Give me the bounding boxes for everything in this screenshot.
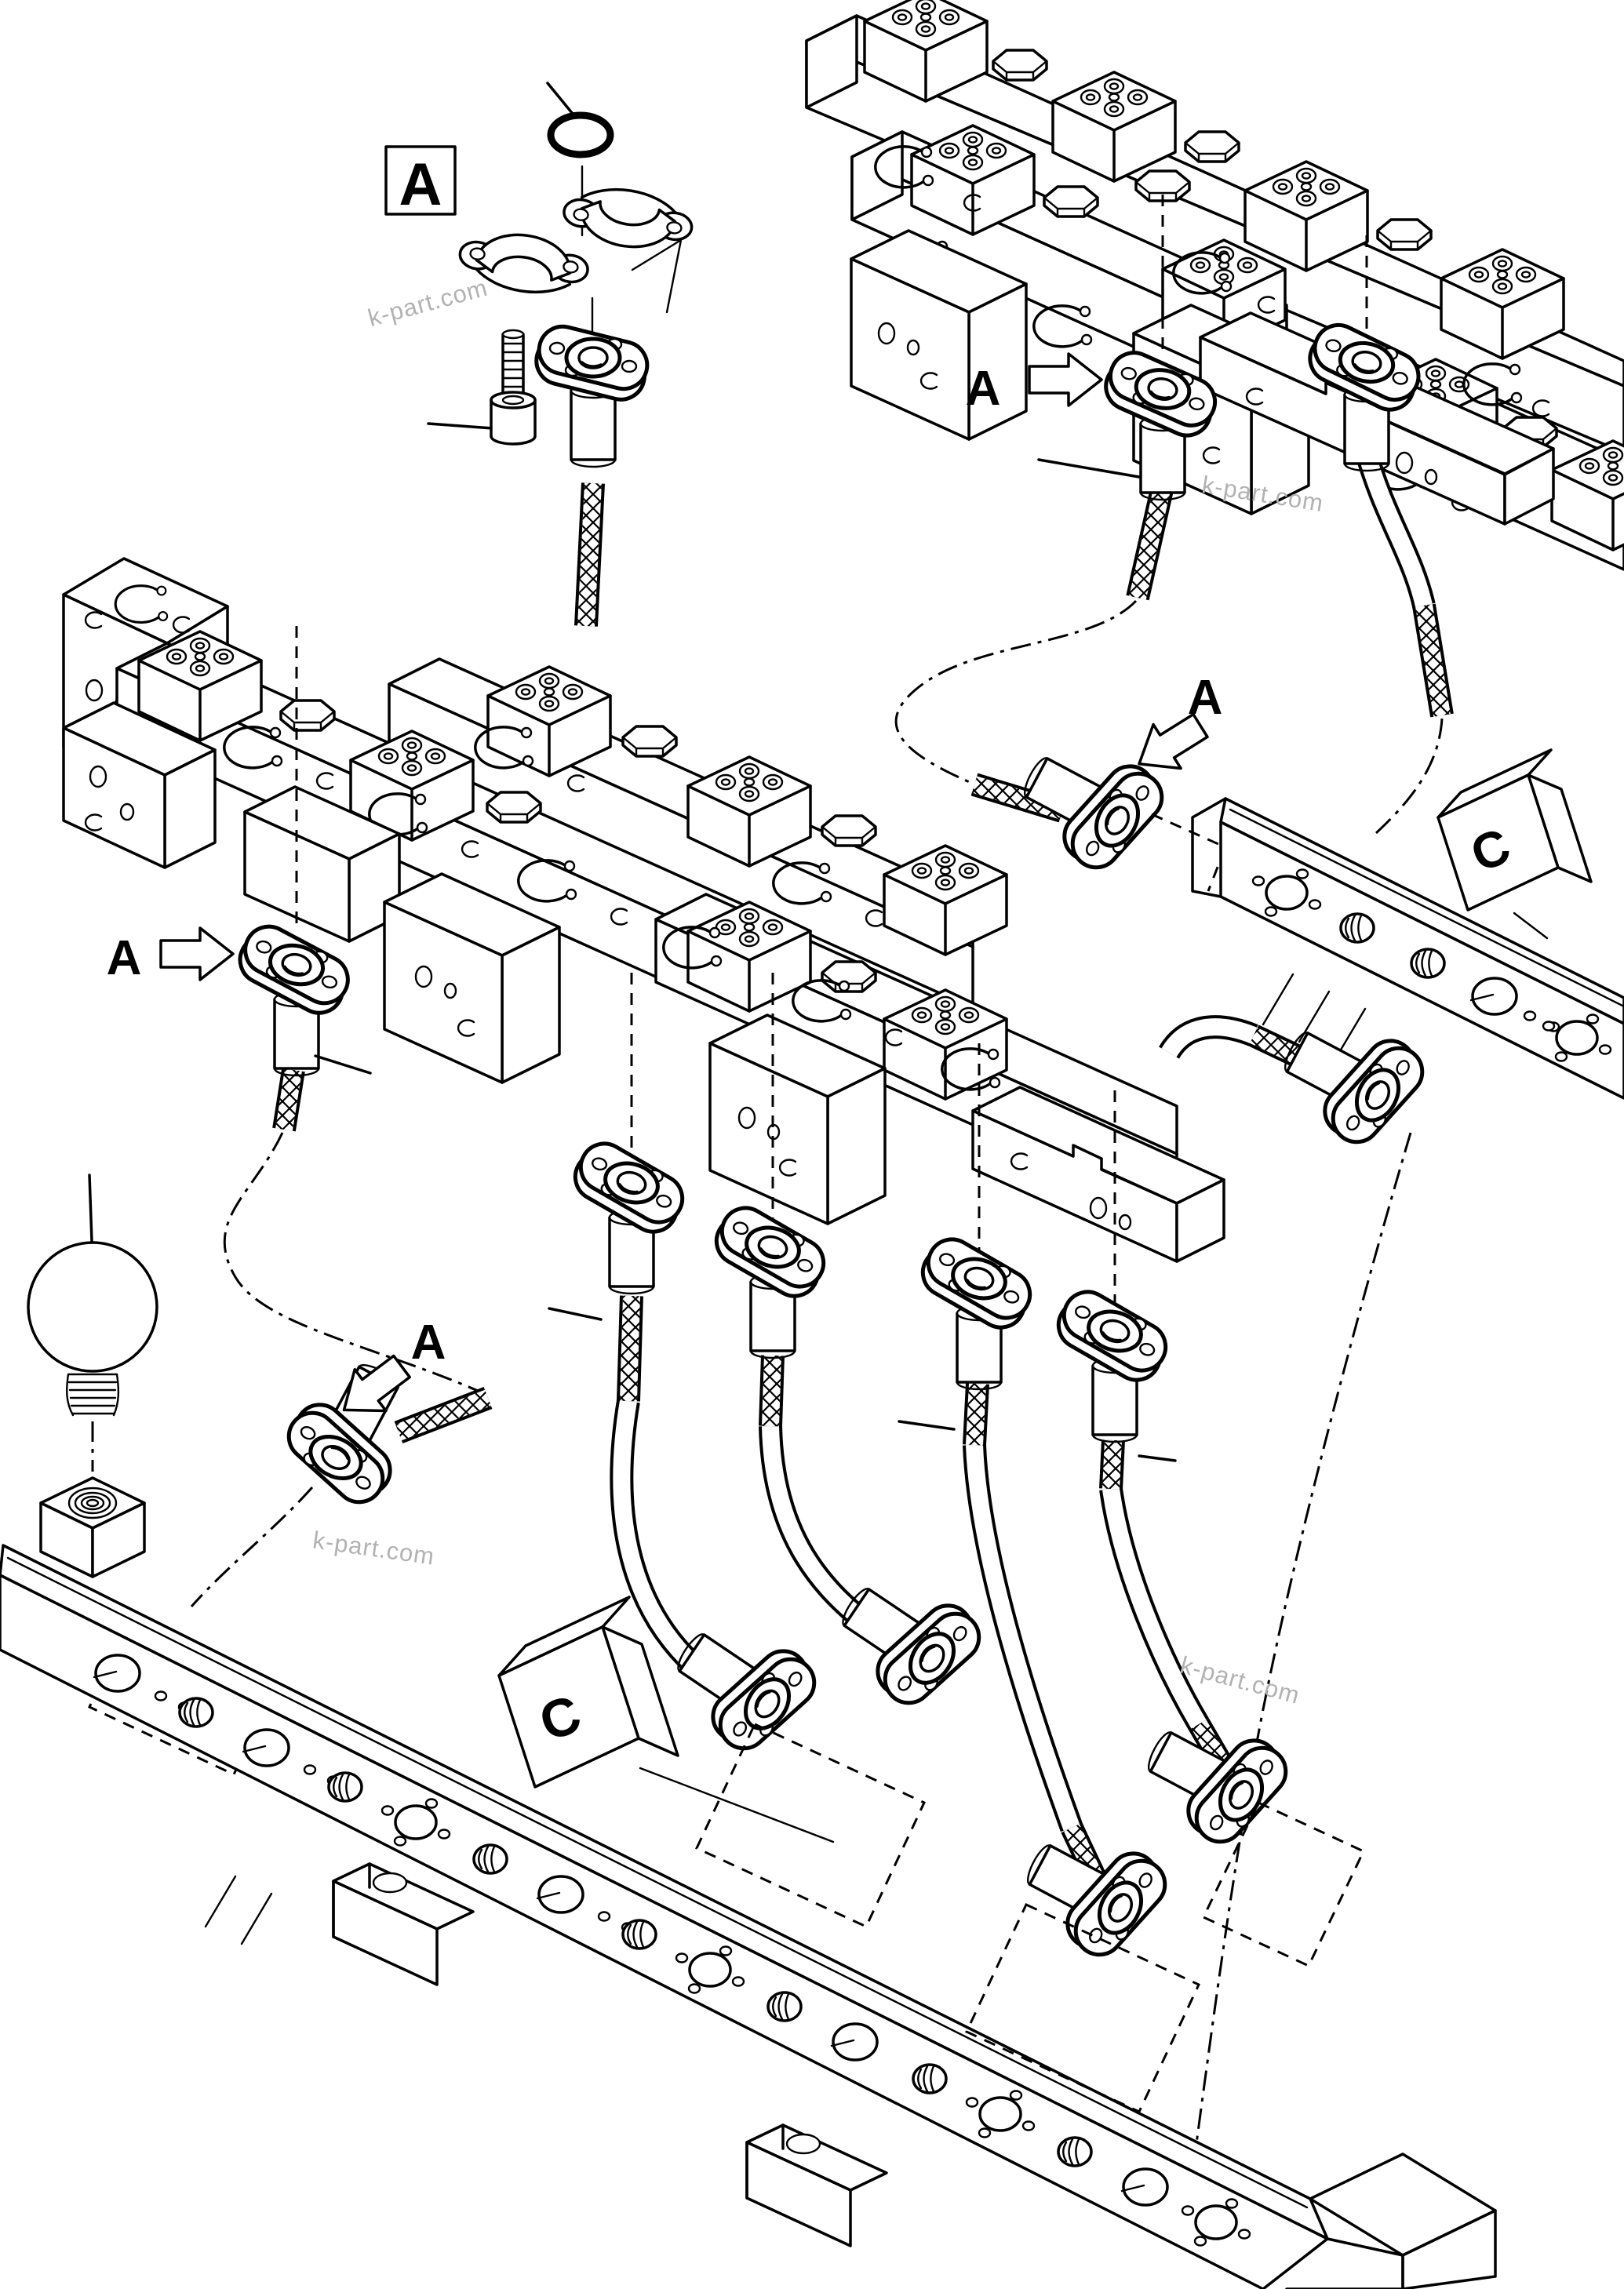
clamp-section-lines — [631, 238, 683, 314]
socket-head-bolt — [490, 329, 537, 446]
hanging-port-block — [383, 872, 561, 1084]
connection-outline-dashed — [965, 1903, 1200, 2113]
detail-label-box — [384, 145, 457, 216]
braided-hose — [1415, 604, 1451, 717]
hose-leader-line — [1037, 458, 1141, 479]
threaded-plug — [1410, 948, 1446, 979]
arrow-letter: A — [966, 362, 1001, 416]
hex-plug — [1043, 185, 1099, 218]
middle-manifold-assembly — [62, 557, 1225, 1263]
watermark-text: k-part.com — [311, 1526, 437, 1570]
bolt-leader-line — [427, 422, 494, 430]
ball-plug — [27, 1241, 158, 1373]
rail-port — [1469, 977, 1518, 1016]
ball-plug-threads — [67, 1373, 118, 1415]
connection-outline-dashed — [1151, 813, 1227, 892]
hose-leader-line — [1138, 1454, 1177, 1462]
watermark-text: k-part.com — [365, 274, 490, 332]
threaded-port-cube — [39, 1476, 146, 1578]
detail-callout-a: A — [384, 82, 697, 627]
braided-hose — [275, 1068, 302, 1131]
c-flag-leader — [639, 1767, 835, 1843]
detail-hose-flange-fitting — [531, 322, 652, 405]
detail-arrow-icon — [159, 926, 235, 981]
threaded-plug — [178, 1697, 214, 1728]
hose-routing-centerline — [1375, 718, 1444, 835]
o-ring — [547, 111, 614, 158]
bottom-port-rail: C — [0, 1544, 1497, 2289]
threaded-plug — [621, 1919, 657, 1950]
ball-leader-line — [88, 1174, 93, 1243]
hose-routing-centerline — [894, 599, 1138, 784]
rail-port — [830, 2022, 879, 2062]
support-foot — [745, 2123, 888, 2247]
arrow-letter: A — [107, 931, 142, 985]
threaded-plug — [472, 1843, 508, 1875]
threaded-plug — [912, 2063, 948, 2094]
hex-plug — [1184, 130, 1240, 163]
threaded-plug — [1339, 912, 1375, 944]
o-ring-leader-line — [546, 82, 577, 119]
threaded-plug — [766, 1991, 803, 2022]
rail-port — [536, 1875, 584, 1914]
arrow-letter: A — [411, 1316, 446, 1370]
detail-arrows: A A A A — [107, 352, 1222, 1432]
hose-routing-centerline — [223, 1132, 484, 1395]
right-port-rail: C — [1191, 748, 1624, 1100]
hose-routing-centerline — [1191, 1132, 1412, 2174]
hex-plug — [279, 699, 336, 732]
hanging-port-block — [62, 701, 217, 869]
hose-right — [1297, 235, 1454, 835]
hex-plug — [621, 725, 678, 758]
hex-plug — [486, 791, 542, 824]
rail-port — [93, 1654, 141, 1693]
threaded-plug — [327, 1771, 363, 1803]
rail-port — [242, 1728, 290, 1767]
hose-alpha — [894, 195, 1227, 892]
detail-arrow-icon — [1028, 352, 1103, 407]
connection-outline-dashed — [695, 1723, 926, 1928]
hanging-port-block — [850, 229, 1028, 441]
braided-hose — [1129, 487, 1171, 600]
top-right-manifold-assembly — [805, 0, 1624, 571]
notched-bar — [971, 1086, 1225, 1263]
hex-plug — [821, 814, 877, 847]
c-flag-bottom: C — [497, 1596, 835, 1843]
hatch-ticks — [204, 1875, 273, 1945]
threaded-plug — [1057, 2136, 1093, 2167]
rail-port — [1120, 2167, 1169, 2207]
hex-plug — [1376, 218, 1433, 251]
ball-plug-assembly — [27, 1174, 158, 1578]
detail-label-letter: A — [399, 151, 442, 218]
hex-plug — [992, 49, 1048, 82]
hanging-port-block — [708, 1013, 887, 1225]
hose-leader-line — [314, 1054, 372, 1075]
rail-end-cap — [1285, 2153, 1497, 2289]
hose-below-right-rail — [1159, 1015, 1439, 2174]
c-flag-leader — [1513, 912, 1549, 940]
hose-leader-line — [898, 1420, 956, 1431]
c-flag-right: C — [1436, 748, 1593, 940]
hose-leader-line — [548, 1307, 603, 1321]
support-foot — [332, 1862, 475, 1986]
